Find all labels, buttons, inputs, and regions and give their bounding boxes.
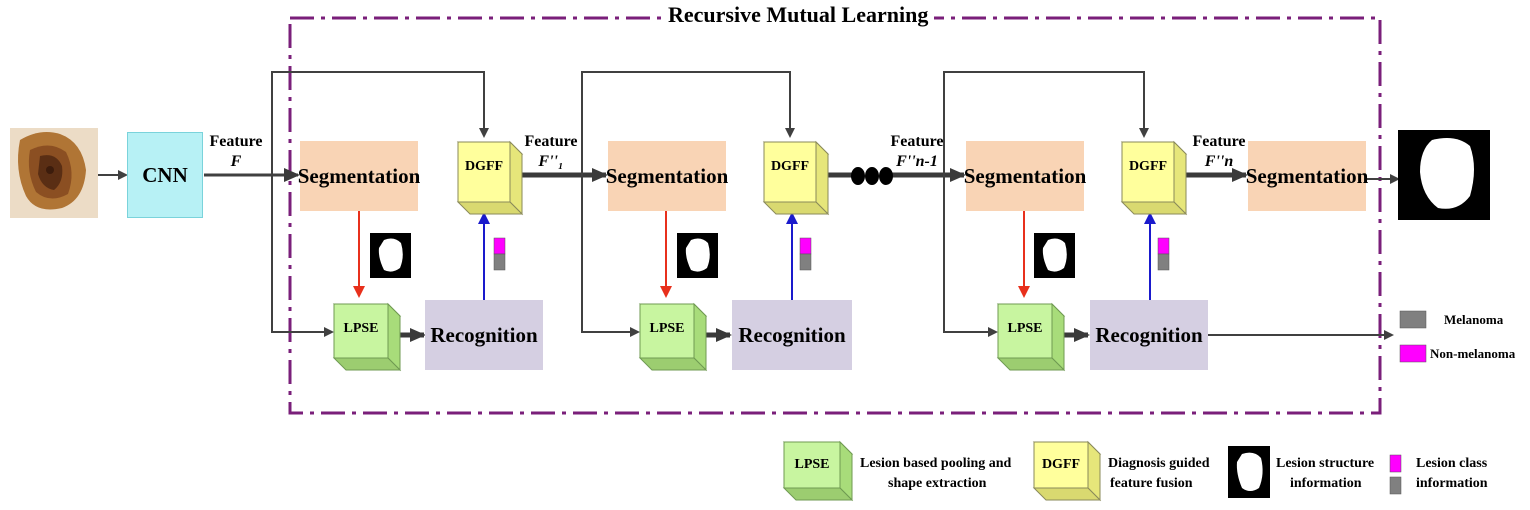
non-melanoma-swatch bbox=[1399, 344, 1427, 363]
ellipsis-dots-icon bbox=[851, 167, 893, 185]
feature-symbol: F bbox=[230, 153, 242, 170]
feature-word: Feature bbox=[209, 133, 263, 150]
recognition-label: Recognition bbox=[738, 322, 846, 347]
dgff-cube-1 bbox=[456, 140, 524, 216]
legend-class-description: Lesion class information bbox=[1416, 456, 1488, 491]
segmentation-label: Segmentation bbox=[297, 163, 421, 188]
lpse-cube-3 bbox=[996, 302, 1066, 372]
input-lesion-image bbox=[10, 128, 98, 218]
feature-label-1: Feature F''₁ bbox=[520, 132, 582, 172]
recognition-box-2: Recognition bbox=[732, 300, 852, 370]
feature-word: Feature bbox=[890, 133, 944, 150]
segmentation-label: Segmentation bbox=[1245, 163, 1369, 188]
segmentation-label: Segmentation bbox=[605, 163, 729, 188]
legend-lpse-description: Lesion based pooling and shape extractio… bbox=[860, 456, 1012, 491]
legend-lpse-cube bbox=[782, 440, 854, 502]
segmentation-box-1: Segmentation bbox=[297, 141, 421, 211]
legend-structure-description: Lesion structure information bbox=[1276, 456, 1375, 491]
lesion-mask-icon-3 bbox=[1034, 233, 1075, 278]
legend-lesion-mask-icon bbox=[1228, 446, 1270, 498]
connector-arrows bbox=[98, 71, 1400, 342]
dgff-cube-2 bbox=[762, 140, 830, 216]
feature-symbol: F''₁ bbox=[538, 153, 564, 170]
lesion-mask-icon-1 bbox=[370, 233, 411, 278]
recursive-learning-frame bbox=[288, 16, 1382, 415]
non-melanoma-label: Non-melanoma bbox=[1430, 346, 1516, 361]
lesion-class-icon-3 bbox=[1157, 237, 1170, 271]
segmentation-box-2: Segmentation bbox=[605, 141, 729, 211]
dgff-label-2: DGFF bbox=[770, 159, 810, 174]
lpse-label-2: LPSE bbox=[649, 321, 685, 336]
segmentation-label: Segmentation bbox=[963, 163, 1087, 188]
lpse-cube-2 bbox=[638, 302, 708, 372]
feature-word: Feature bbox=[1192, 133, 1246, 150]
melanoma-label: Melanoma bbox=[1444, 312, 1504, 327]
output-mask-image bbox=[1398, 130, 1490, 220]
recognition-box-1: Recognition bbox=[425, 300, 543, 370]
dgff-cube-3 bbox=[1120, 140, 1188, 216]
feature-label-0: Feature F bbox=[206, 132, 266, 172]
segmentation-box-3: Segmentation bbox=[963, 141, 1087, 211]
diagram-title: Recursive Mutual Learning bbox=[662, 2, 935, 28]
recognition-box-3: Recognition bbox=[1090, 300, 1208, 370]
segmentation-box-final: Segmentation bbox=[1245, 141, 1369, 211]
feature-symbol: F''n-1 bbox=[896, 153, 938, 170]
lpse-label-3: LPSE bbox=[1007, 321, 1043, 336]
dgff-label-3: DGFF bbox=[1128, 159, 1168, 174]
legend-dgff-cube bbox=[1032, 440, 1102, 502]
legend-dgff-label: DGFF bbox=[1041, 457, 1081, 472]
cnn-label: CNN bbox=[142, 162, 188, 187]
cnn-box: CNN bbox=[127, 132, 203, 218]
lpse-label-1: LPSE bbox=[343, 321, 379, 336]
lesion-class-icon-2 bbox=[799, 237, 812, 271]
feature-label-3: Feature F''n bbox=[1188, 132, 1250, 172]
legend-dgff-description: Diagnosis guided feature fusion bbox=[1108, 456, 1210, 491]
feature-label-2: Feature F''n-1 bbox=[886, 132, 948, 172]
lesion-class-icon-1 bbox=[493, 237, 506, 271]
feature-symbol: F''n bbox=[1204, 153, 1234, 170]
feature-word: Feature bbox=[524, 133, 578, 150]
lpse-cube-1 bbox=[332, 302, 402, 372]
recognition-label: Recognition bbox=[430, 322, 538, 347]
legend-lpse-label: LPSE bbox=[794, 457, 830, 472]
dgff-label-1: DGFF bbox=[464, 159, 504, 174]
melanoma-swatch bbox=[1399, 310, 1427, 329]
lesion-mask-icon-2 bbox=[677, 233, 718, 278]
legend-lesion-class-icon bbox=[1389, 454, 1402, 495]
recognition-label: Recognition bbox=[1095, 322, 1203, 347]
